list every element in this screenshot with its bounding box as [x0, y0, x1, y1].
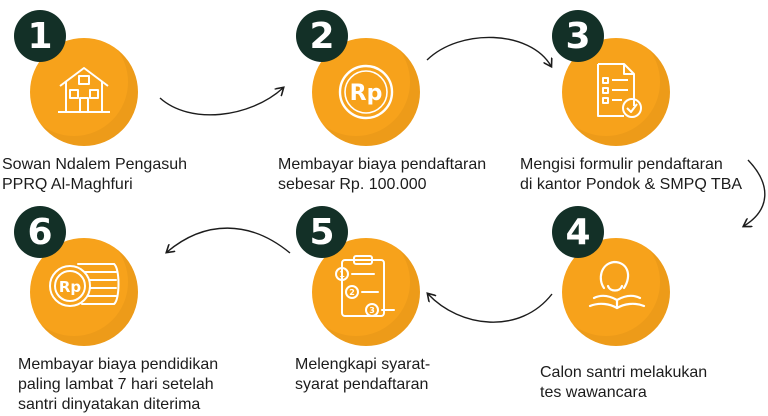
svg-text:2: 2 [349, 288, 355, 297]
step-5-number-badge: 5 [296, 206, 348, 258]
arrow-2-to-3 [426, 36, 551, 66]
step-3-label-line-2: di kantor Pondok & SMPQ TBA [520, 176, 743, 193]
arrow-4-to-5 [428, 294, 553, 323]
arrow-3-to-4 [744, 159, 766, 226]
step-6-label-line-2: paling lambat 7 hari setelah [18, 376, 214, 393]
step-2-label-line-1: Membayar biaya pendaftaran [278, 156, 487, 173]
step-3-number-badge: 3 [552, 10, 604, 62]
step-1-number-badge: 1 [14, 10, 66, 62]
numbered-clipboard-icon: 12 3 [335, 255, 395, 317]
step-5-label-line-1: Melengkapi syarat- [295, 356, 431, 373]
step-1-label-line-1: Sowan Ndalem Pengasuh [2, 156, 188, 173]
step-1-label: Sowan Ndalem Pengasuh PPRQ Al-Maghfuri [2, 155, 187, 195]
step-2-label-line-2: sebesar Rp. 100.000 [278, 176, 427, 193]
step-3-label: Mengisi formulir pendaftaran di kantor P… [520, 155, 742, 195]
step-2-number-badge: 2 [296, 10, 348, 62]
svg-text:Rp: Rp [350, 81, 383, 106]
step-4-label: Calon santri melakukan tes wawancara [540, 363, 707, 403]
step-3-label-line-1: Mengisi formulir pendaftaran [520, 156, 723, 173]
form-checklist-icon [597, 63, 642, 118]
step-5-label-line-2: syarat pendaftaran [295, 376, 429, 393]
svg-text:1: 1 [339, 270, 345, 279]
rupiah-coins-stack-icon: Rp [49, 263, 120, 307]
svg-text:3: 3 [369, 306, 375, 315]
rupiah-coin-icon: Rp [338, 64, 394, 120]
step-4-label-line-1: Calon santri melakukan [540, 364, 708, 381]
step-1-label-line-2: PPRQ Al-Maghfuri [2, 176, 133, 193]
person-reading-icon [588, 260, 646, 310]
step-6-number-badge: 6 [14, 206, 66, 258]
arrow-1-to-2 [159, 88, 283, 116]
step-6-label: Membayar biaya pendidikan paling lambat … [18, 355, 218, 415]
step-4-label-line-2: tes wawancara [540, 384, 647, 401]
step-4-number-badge: 4 [552, 206, 604, 258]
house-icon [58, 67, 110, 113]
svg-text:Rp: Rp [59, 278, 82, 296]
step-2-label: Membayar biaya pendaftaran sebesar Rp. 1… [278, 155, 486, 195]
step-5-label: Melengkapi syarat- syarat pendaftaran [295, 355, 430, 395]
step-6-label-line-1: Membayar biaya pendidikan [18, 356, 219, 373]
step-6-label-line-3: santri dinyatakan diterima [18, 396, 201, 413]
arrow-5-to-6 [167, 227, 291, 253]
